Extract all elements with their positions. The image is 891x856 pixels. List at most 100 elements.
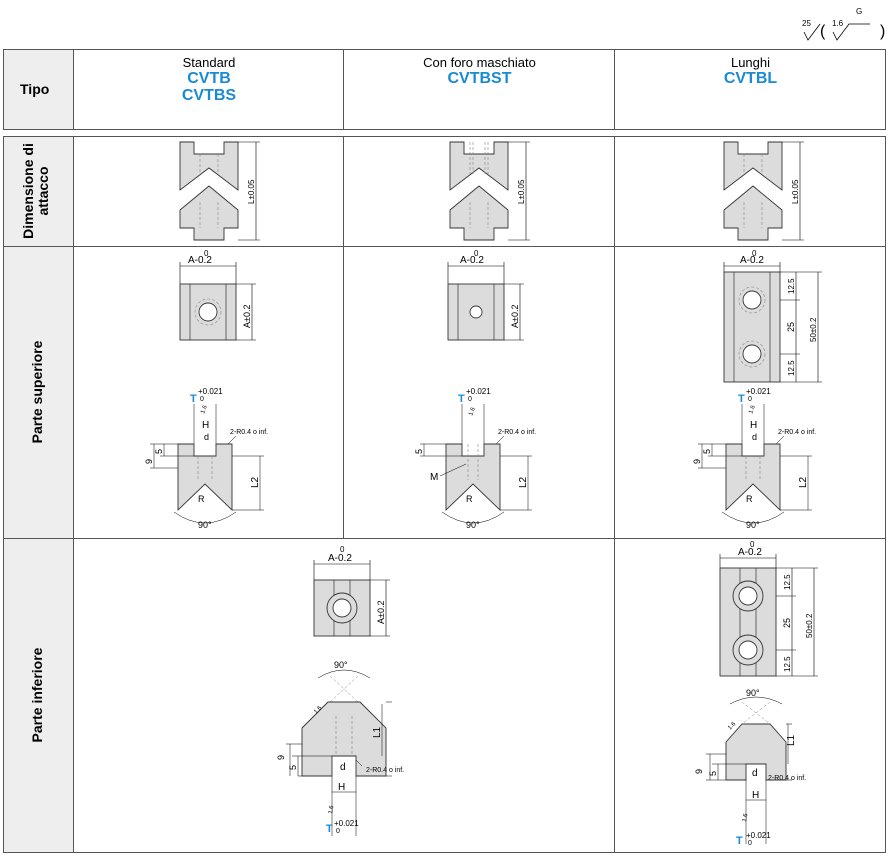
lower-dim-9-3: 9 bbox=[694, 769, 704, 774]
column-3-subtitle: Lunghi bbox=[730, 55, 771, 70]
lower-l1-3: L1 bbox=[786, 734, 797, 746]
lower-fillet-1: 2-R0.4 o inf. bbox=[366, 767, 404, 774]
upper-t-plus-3: +0.021 bbox=[746, 387, 771, 396]
roughness-process-mark: G bbox=[856, 7, 862, 16]
lower-a-dim-3: A-0.2 bbox=[738, 547, 762, 558]
upper-l2-3: L2 bbox=[798, 476, 809, 488]
lower-dim-12-5-bottom: 12.5 bbox=[783, 656, 792, 672]
upper-dim-9-3: 9 bbox=[692, 459, 702, 464]
attach-drawing-long: L±0.05 bbox=[723, 141, 804, 241]
upper-rough-2: 1.6 bbox=[468, 406, 477, 417]
upper-dim-12-5-bottom: 12.5 bbox=[787, 360, 796, 376]
attach-l-tolerance-2: L±0.05 bbox=[517, 179, 526, 204]
upper-dim-5-1: 5 bbox=[154, 449, 164, 454]
upper-r-2: R bbox=[466, 494, 473, 504]
upper-angle-1: 90° bbox=[198, 520, 212, 530]
upper-d-1: d bbox=[204, 432, 209, 442]
lower-angle-1: 90° bbox=[334, 660, 348, 670]
lower-d-3: d bbox=[752, 768, 758, 779]
upper-a-dim-2: A-0.2 bbox=[460, 255, 484, 266]
column-1-subtitle: Standard bbox=[182, 55, 236, 70]
column-1-code-2: CVTBS bbox=[181, 87, 237, 104]
attach-l-tolerance-1: L±0.05 bbox=[247, 179, 256, 204]
row-label-upper: Parte superiore bbox=[29, 340, 45, 444]
lower-section-standard: 90° 1.6 L1 9 5 d 2-R0.4 o inf. H 1.6 T +… bbox=[276, 660, 404, 836]
svg-text:(: ( bbox=[820, 23, 826, 40]
lower-t-plus-1: +0.021 bbox=[334, 819, 359, 828]
upper-section-tapped: T +0.021 0 1.6 2-R0.4 o inf. 5 M L2 R 90… bbox=[414, 387, 536, 530]
upper-t-plus-1: +0.021 bbox=[198, 387, 223, 396]
upper-rough-3: 1.6 bbox=[748, 404, 757, 415]
attach-l-tolerance-3: L±0.05 bbox=[791, 179, 800, 204]
upper-dim-25: 25 bbox=[786, 322, 796, 332]
lower-t-letter-3: T bbox=[736, 835, 743, 847]
upper-dim-50: 50±0.2 bbox=[809, 317, 818, 342]
upper-a-dim-1: A-0.2 bbox=[188, 255, 212, 266]
lower-h-3: H bbox=[752, 790, 759, 801]
upper-a-side-2: A±0.2 bbox=[510, 305, 520, 328]
lower-rough-3a: 1.6 bbox=[727, 721, 738, 732]
lower-dim-9-1: 9 bbox=[276, 755, 286, 760]
upper-section-standard: T +0.021 0 1.6 H d 2-R0.4 o inf. 9 5 L2 … bbox=[144, 387, 268, 530]
upper-section-long: T +0.021 0 1.6 H d 2-R0.4 o inf. 9 5 L2 … bbox=[692, 387, 816, 530]
roughness-main-value: 25 bbox=[802, 19, 811, 28]
upper-a-sup-2: 0 bbox=[474, 250, 479, 258]
upper-t-zero-3: 0 bbox=[748, 396, 752, 403]
attach-drawing-standard: L±0.05 bbox=[179, 141, 260, 241]
upper-t-letter-2: T bbox=[458, 393, 465, 405]
upper-fillet-3: 2-R0.4 o inf. bbox=[778, 429, 816, 436]
upper-dim-9-1: 9 bbox=[144, 459, 154, 464]
upper-t-zero-2: 0 bbox=[468, 396, 472, 403]
column-2-code-1: CVTBST bbox=[447, 70, 512, 87]
lower-t-zero-1: 0 bbox=[336, 828, 340, 835]
upper-fillet-1: 2-R0.4 o inf. bbox=[230, 429, 268, 436]
upper-fillet-2: 2-R0.4 o inf. bbox=[498, 429, 536, 436]
lower-dim-5-1: 5 bbox=[288, 765, 298, 770]
upper-a-sup-1: 0 bbox=[204, 250, 209, 258]
upper-a-dim-3: A-0.2 bbox=[740, 255, 764, 266]
lower-t-zero-3: 0 bbox=[748, 840, 752, 847]
upper-top-view-tapped: A-0.2 0 A±0.2 bbox=[447, 250, 524, 341]
column-1-code-1: CVTB bbox=[187, 70, 231, 87]
upper-top-view-long: A-0.2 0 12.5 25 12.5 50±0.2 bbox=[723, 250, 822, 383]
lower-rough-1a: 1.6 bbox=[313, 705, 324, 716]
upper-m-2: M bbox=[430, 472, 438, 483]
upper-dim-5-3: 5 bbox=[702, 449, 712, 454]
lower-l1-1: L1 bbox=[372, 726, 383, 738]
lower-dim-25: 25 bbox=[782, 618, 792, 628]
upper-t-letter-3: T bbox=[738, 393, 745, 405]
upper-a-sup-3: 0 bbox=[752, 250, 757, 258]
row-label-attach-line2: attacco bbox=[35, 166, 51, 216]
upper-h-3: H bbox=[750, 420, 757, 431]
upper-t-plus-2: +0.021 bbox=[466, 387, 491, 396]
lower-h-1: H bbox=[338, 782, 345, 793]
lower-a-sup-1: 0 bbox=[340, 545, 345, 554]
lower-rough-1b: 1.6 bbox=[328, 804, 335, 814]
upper-r-3: R bbox=[746, 494, 753, 504]
upper-angle-2: 90° bbox=[466, 520, 480, 530]
lower-angle-3: 90° bbox=[746, 688, 760, 698]
lower-dim-50: 50±0.2 bbox=[805, 613, 814, 638]
upper-angle-3: 90° bbox=[746, 520, 760, 530]
upper-dim-5-2: 5 bbox=[414, 449, 424, 454]
row-label-tipo: Tipo bbox=[20, 81, 50, 97]
row-label-attach: Dimensione di attacco bbox=[20, 141, 55, 241]
upper-l2-2: L2 bbox=[518, 476, 529, 488]
lower-fillet-3: 2-R0.4 o inf. bbox=[768, 775, 806, 782]
svg-text:): ) bbox=[880, 23, 885, 40]
row-label-lower: Parte inferiore bbox=[29, 647, 45, 743]
lower-d-1: d bbox=[340, 762, 346, 773]
lower-a-sup-3: 0 bbox=[750, 540, 755, 549]
lower-top-view-standard: A-0.2 0 A±0.2 bbox=[313, 545, 390, 637]
lower-a-side-1: A±0.2 bbox=[376, 601, 386, 624]
lower-t-plus-3: +0.021 bbox=[746, 831, 771, 840]
lower-dim-5-3: 5 bbox=[708, 771, 718, 776]
upper-dim-12-5-top: 12.5 bbox=[787, 278, 796, 294]
lower-dim-12-5-top: 12.5 bbox=[783, 574, 792, 590]
attach-drawing-tapped: L±0.05 bbox=[449, 141, 530, 241]
surface-roughness-symbol: 25 ( 1.6 G ) bbox=[800, 2, 890, 42]
row-label-attach-line1: Dimensione di bbox=[20, 143, 36, 239]
upper-t-zero-1: 0 bbox=[200, 396, 204, 403]
upper-r-1: R bbox=[198, 494, 205, 504]
